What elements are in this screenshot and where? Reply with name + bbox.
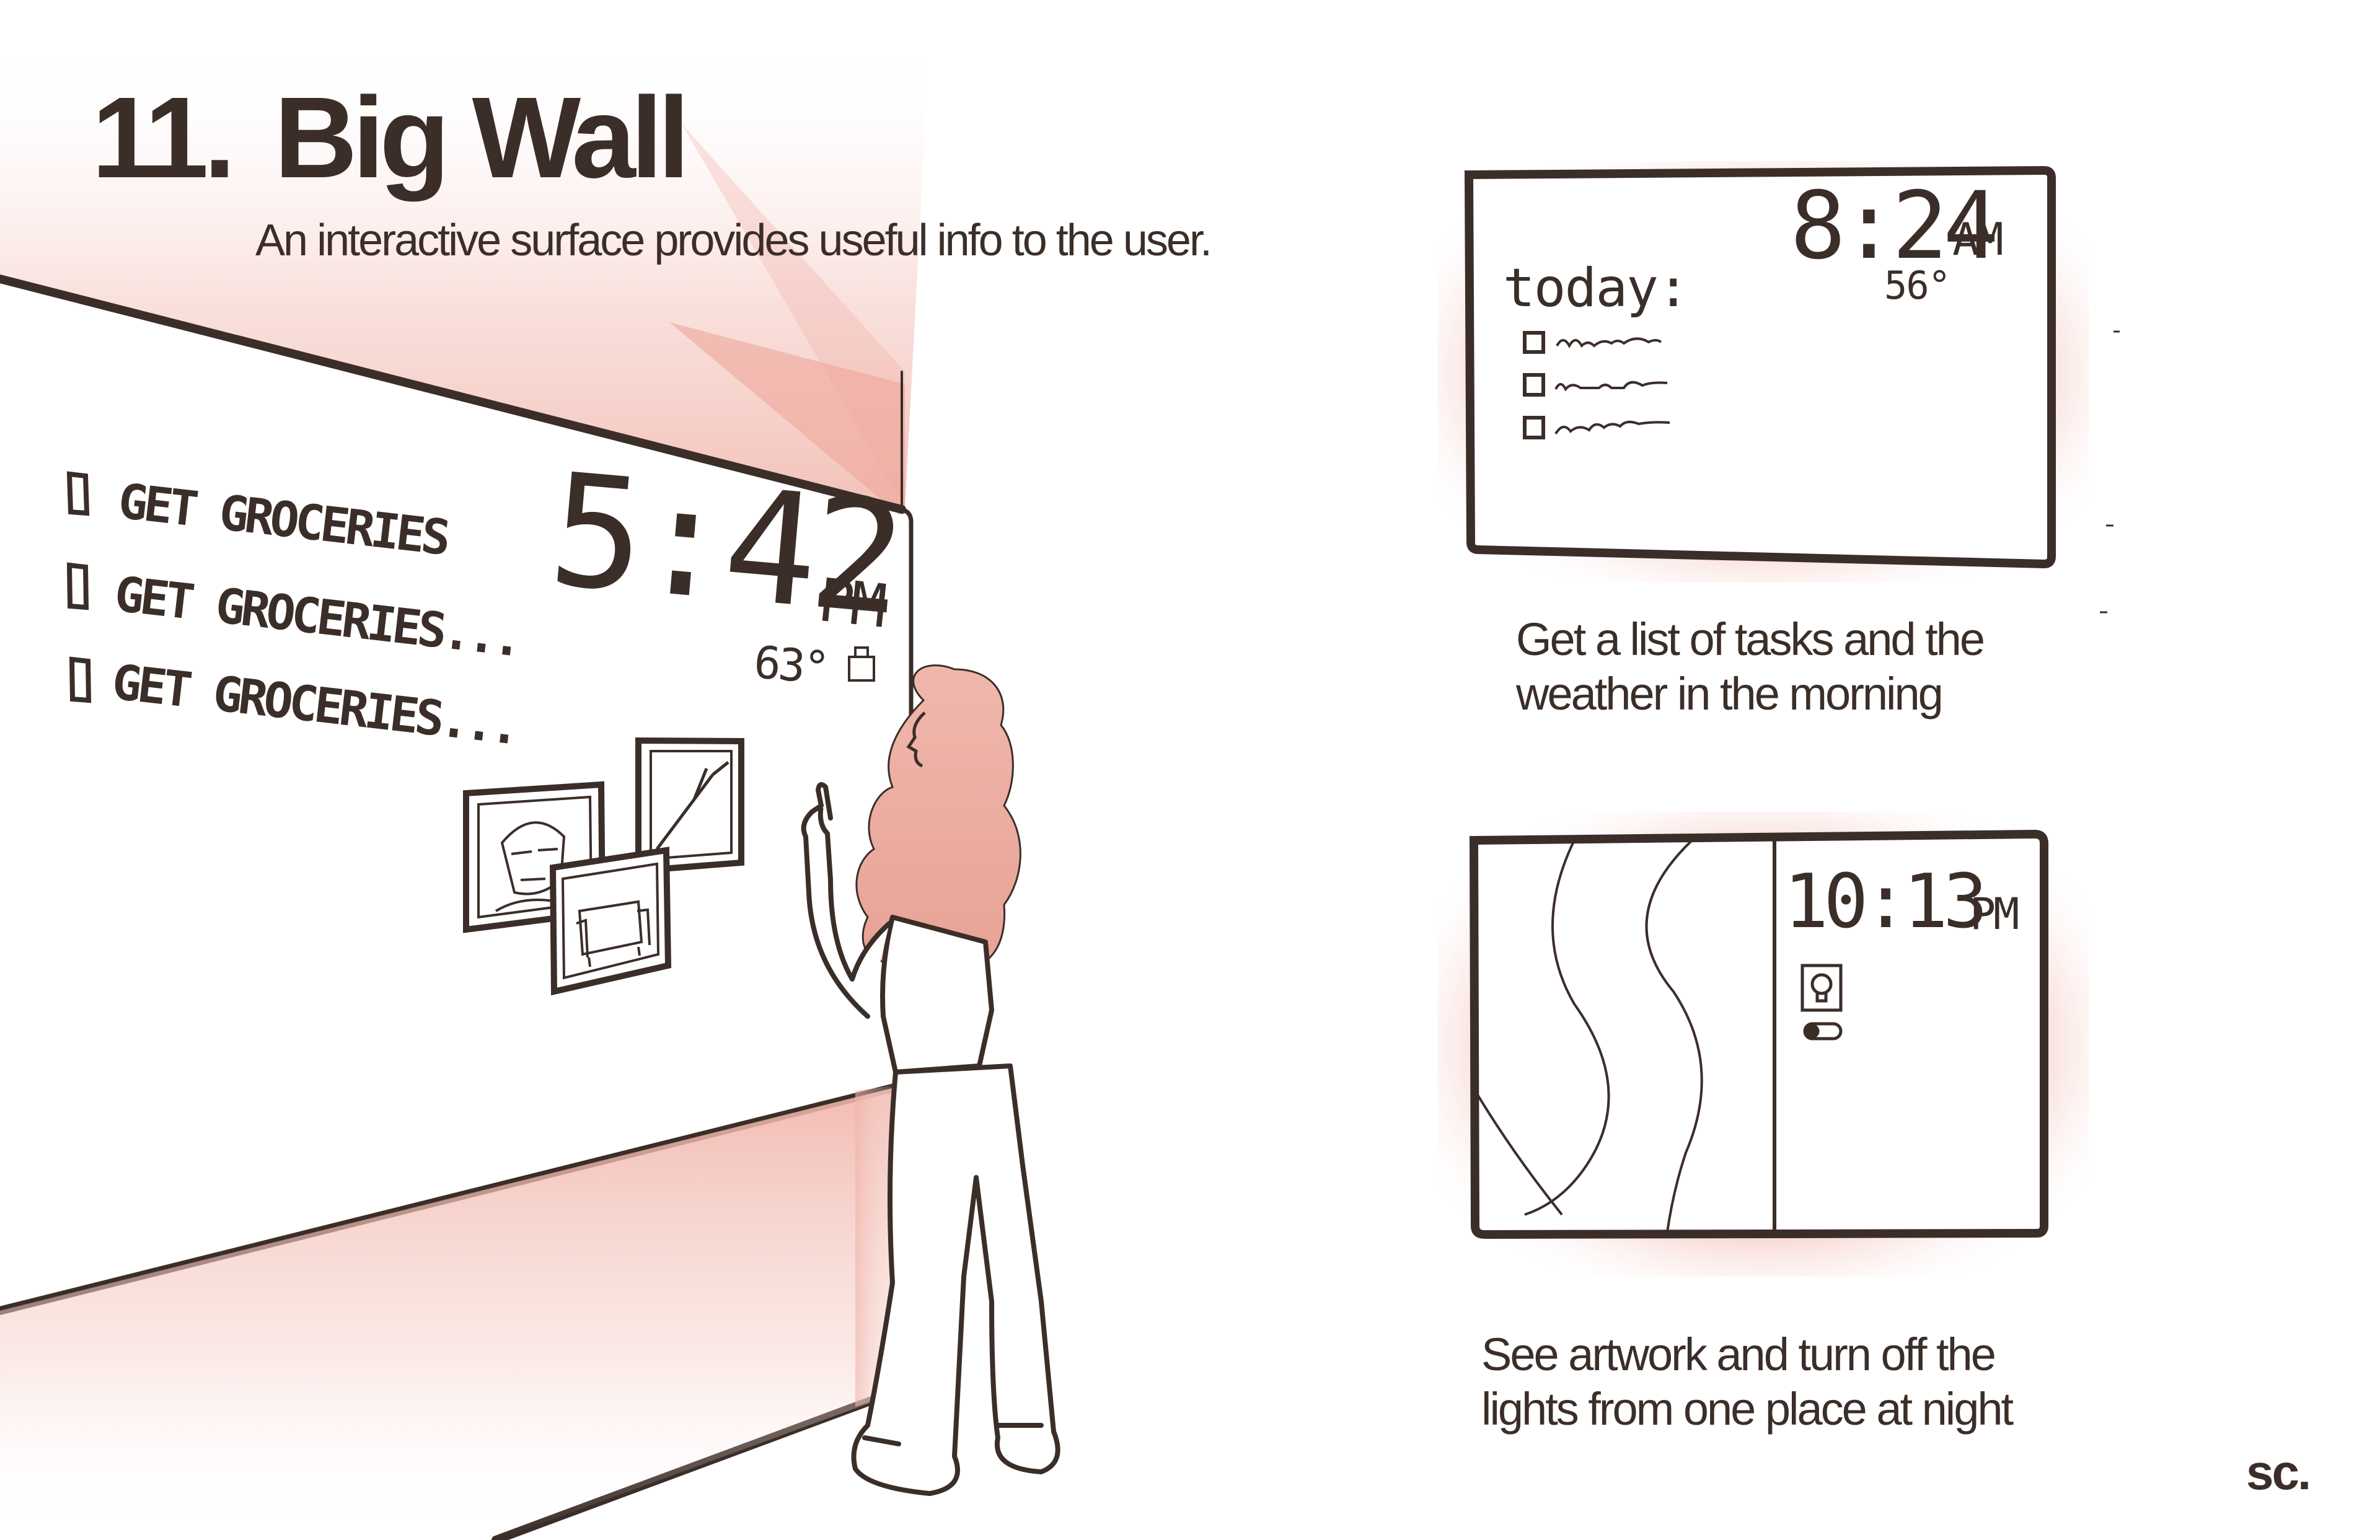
morning-heading: today: [1503, 257, 1690, 319]
wall-task-checkboxes [66, 471, 92, 703]
stray-marks [2100, 330, 2120, 614]
section-number: 11. [92, 74, 236, 202]
morning-caption-line-2: weather in the morning [1516, 668, 1944, 719]
person-figure [801, 664, 1060, 1496]
wall-temperature: 63° [752, 636, 830, 694]
night-caption-line-2: lights from one place at night [1481, 1383, 2014, 1435]
page-title: 11.Big Wall [92, 81, 690, 196]
night-clock-meridiem: PM [1970, 889, 2019, 939]
ceiling-shading [0, 37, 930, 514]
night-panel [1438, 812, 2089, 1277]
wall-picture-frames [463, 737, 744, 996]
section-title: Big Wall [274, 74, 690, 202]
brand-logo: sc. [2246, 1445, 2311, 1500]
floor-shading [0, 1085, 902, 1540]
morning-panel [1438, 161, 2089, 583]
night-caption: See artwork and turn off the lights from… [1481, 1327, 2014, 1437]
morning-clock-time: 8:24 [1790, 172, 1999, 280]
morning-temperature: 56° [1884, 263, 1951, 308]
lightbulb-icon [1800, 964, 1843, 1012]
morning-clock-meridiem: AM [1952, 213, 2004, 265]
night-caption-line-1: See artwork and turn off the [1481, 1329, 1996, 1380]
night-clock-time: 10:13 [1784, 859, 1988, 945]
morning-caption: Get a list of tasks and the weather in t… [1516, 612, 1985, 721]
wall-clock-meridiem: PM [815, 565, 886, 641]
page-subtitle: An interactive surface provides useful i… [255, 216, 1212, 265]
wall-weather-icon [848, 646, 875, 682]
morning-caption-line-1: Get a list of tasks and the [1516, 614, 1985, 665]
light-toggle-icon [1803, 1022, 1843, 1041]
